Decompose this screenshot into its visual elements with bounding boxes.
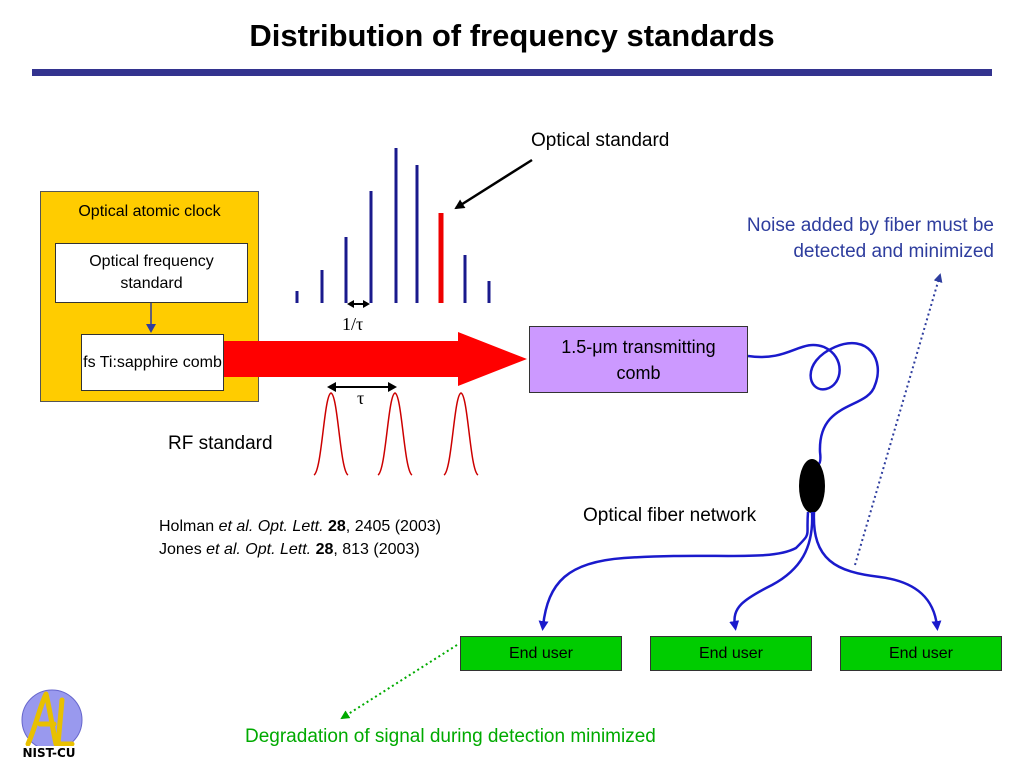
- end-user-box-1: End user: [460, 636, 622, 671]
- ti-sapphire-comb-box: fs Ti:sapphire comb: [81, 334, 224, 391]
- degradation-pointer: [340, 644, 458, 720]
- transmitting-comb-label: 1.5-μm transmitting comb: [561, 336, 716, 383]
- fiber-coupler: [799, 459, 825, 513]
- optical-frequency-standard-box: Optical frequency standard: [55, 243, 248, 303]
- beam-arrow: [224, 332, 527, 386]
- inverse-tau-label: 1/τ: [342, 314, 364, 334]
- end-user-label: End user: [698, 644, 764, 662]
- frequency-comb-lines: [295, 148, 491, 303]
- reference-etal: et al.: [218, 518, 254, 535]
- reference-pages-year: , 2405 (2003): [345, 518, 441, 535]
- end-user-box-2: End user: [650, 636, 812, 671]
- noise-note: Noise added by fiber must be detected an…: [746, 215, 994, 262]
- rf-standard-label: RF standard: [168, 433, 273, 454]
- end-user-box-3: End user: [840, 636, 1002, 671]
- noise-pointer: [854, 273, 943, 566]
- reference-journal: Opt. Lett.: [257, 518, 324, 535]
- reference-2: Jones et al. Opt. Lett. 28, 813 (2003): [159, 538, 420, 561]
- reference-1: Holman et al. Opt. Lett. 28, 2405 (2003): [159, 515, 441, 538]
- page-title: Distribution of frequency standards: [249, 18, 775, 53]
- rf-pulse: [313, 392, 349, 476]
- fiber-branch-right: [812, 511, 942, 631]
- reference-volume: 28: [328, 518, 346, 535]
- reference-author: Holman: [159, 518, 215, 535]
- logo-text: NIST-CU: [22, 746, 75, 760]
- reference-author: Jones: [159, 541, 202, 558]
- end-user-label: End user: [888, 644, 954, 662]
- fiber-branch-middle: [729, 511, 814, 631]
- transmitting-comb-box: 1.5-μm transmitting comb: [529, 326, 748, 393]
- ti-sapphire-comb-label: fs Ti:sapphire comb: [83, 353, 222, 371]
- end-user-label: End user: [508, 644, 574, 662]
- optical-frequency-standard-label: Optical frequency standard: [89, 253, 214, 292]
- title-rule: [32, 69, 992, 76]
- fiber-branch-left: [538, 511, 810, 631]
- reference-etal: et al.: [206, 541, 241, 558]
- optical-standard-label: Optical standard: [531, 130, 670, 151]
- reference-pages-year: , 813 (2003): [333, 541, 420, 558]
- nist-cu-logo: NIST-CU: [6, 686, 92, 760]
- clock-label: Optical atomic clock: [78, 203, 221, 220]
- reference-volume: 28: [315, 541, 334, 558]
- rf-pulse: [377, 392, 413, 476]
- tau-label: τ: [357, 388, 365, 408]
- reference-journal: Opt. Lett.: [245, 541, 312, 558]
- rf-pulses: [313, 392, 479, 476]
- fiber-network-label: Optical fiber network: [583, 505, 757, 526]
- fiber-coil: [747, 341, 880, 467]
- degradation-note: Degradation of signal during detection m…: [245, 726, 656, 747]
- optical-standard-pointer: [454, 158, 533, 210]
- rf-pulse: [443, 392, 479, 476]
- internal-connector-arrowhead: [146, 324, 156, 333]
